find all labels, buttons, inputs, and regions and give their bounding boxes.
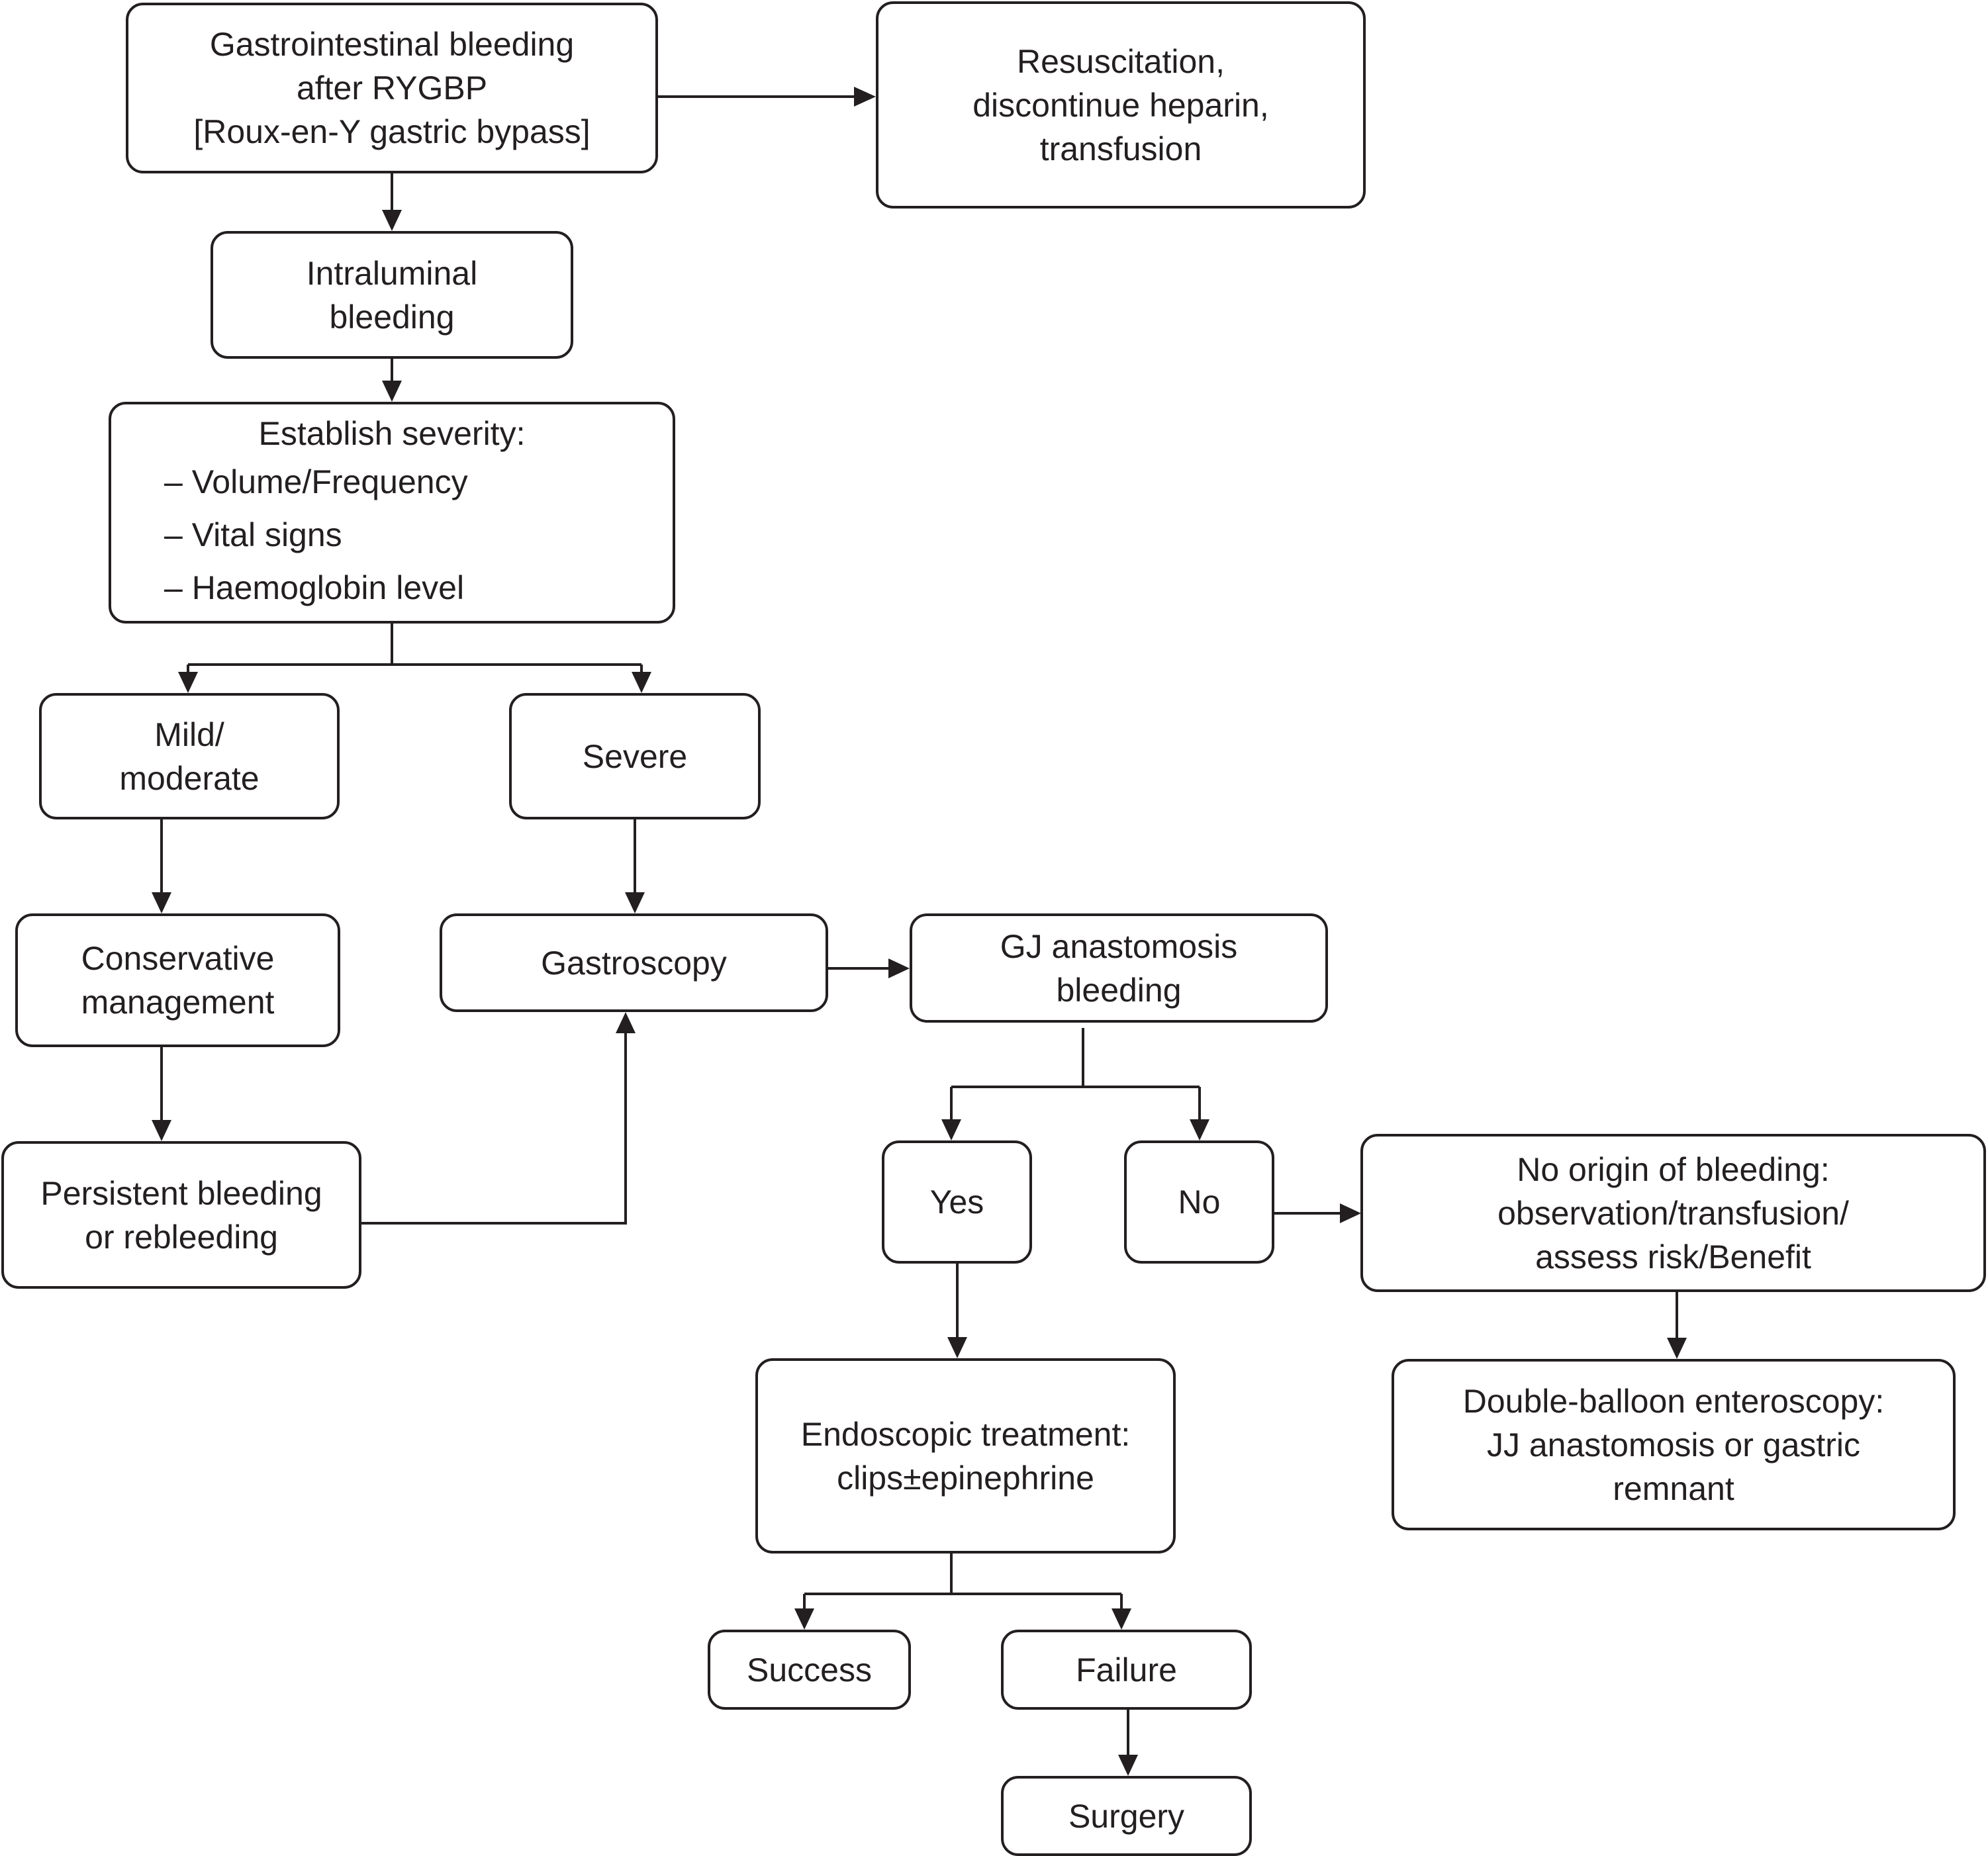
node-no-line-1: No [1178, 1183, 1221, 1221]
node-resuscitation-line-2: discontinue heparin, [972, 86, 1269, 124]
node-gi-bleeding-line-1: Gastrointestinal bleeding [209, 26, 575, 63]
node-gi-bleeding: Gastrointestinal bleeding after RYGBP [R… [126, 3, 658, 173]
node-no-origin-line-2: observation/transfusion/ [1497, 1194, 1849, 1232]
node-no-origin-line-1: No origin of bleeding: [1517, 1150, 1830, 1188]
node-severe-line-1: Severe [582, 737, 688, 775]
node-double-balloon-line-2: JJ anastomosis or gastric [1486, 1426, 1861, 1463]
arrowhead-gastroscopy-to-gj [888, 958, 910, 978]
node-conservative-line-1: Conservative [81, 940, 275, 977]
node-mild-line-2: moderate [119, 759, 260, 797]
node-resuscitation: Resuscitation, discontinue heparin, tran… [876, 1, 1366, 209]
arrowhead-to-severe [632, 672, 651, 693]
node-success: Success [708, 1630, 911, 1710]
arrowhead-mild-to-conservative [152, 892, 171, 913]
node-double-balloon-line-3: remnant [1613, 1469, 1734, 1507]
branch-gj [950, 1028, 1201, 1119]
node-surgery-line-1: Surgery [1068, 1797, 1185, 1835]
node-double-balloon-line-1: Double-balloon enteroscopy: [1462, 1382, 1885, 1420]
arrowhead-gi-to-resuscitation [854, 87, 876, 107]
node-severity: Establish severity: – Volume/Frequency –… [109, 402, 675, 624]
arrowhead-severe-to-gastroscopy [625, 892, 645, 913]
node-severity-heading: Establish severity: [258, 414, 526, 452]
arrowhead-to-success [794, 1608, 814, 1630]
arrow-persistent-to-gastroscopy [360, 1033, 627, 1225]
node-severe: Severe [509, 693, 761, 819]
node-conservative: Conservative management [15, 913, 340, 1047]
node-gj-anastomosis: GJ anastomosis bleeding [910, 913, 1328, 1023]
node-failure-line-1: Failure [1076, 1651, 1177, 1689]
node-endoscopic-line-1: Endoscopic treatment: [800, 1415, 1131, 1453]
arrowhead-to-yes [941, 1119, 961, 1140]
node-intraluminal-line-2: bleeding [329, 298, 455, 336]
node-mild: Mild/ moderate [39, 693, 340, 819]
node-intraluminal-line-1: Intraluminal [306, 254, 478, 292]
node-failure: Failure [1001, 1630, 1252, 1710]
node-severity-item-2: – Vital signs [164, 516, 342, 553]
branch-severity [187, 624, 643, 673]
node-no-origin: No origin of bleeding: observation/trans… [1360, 1134, 1986, 1292]
node-endoscopic: Endoscopic treatment: clips±epinephrine [755, 1358, 1176, 1554]
arrowhead-yes-to-endoscopic [947, 1337, 967, 1358]
node-severity-item-1: – Volume/Frequency [164, 463, 468, 500]
node-double-balloon: Double-balloon enteroscopy: JJ anastomos… [1392, 1359, 1956, 1530]
node-persistent-line-2: or rebleeding [85, 1218, 278, 1256]
node-yes-line-1: Yes [929, 1183, 984, 1221]
node-persistent: Persistent bleeding or rebleeding [1, 1141, 361, 1289]
node-gj-line-2: bleeding [1056, 971, 1182, 1009]
node-success-line-1: Success [747, 1651, 872, 1689]
node-endoscopic-line-2: clips±epinephrine [837, 1459, 1094, 1497]
arrowhead-failure-to-surgery [1118, 1755, 1138, 1776]
node-no: No [1124, 1140, 1274, 1264]
branch-endoscopic [803, 1554, 1123, 1608]
node-severity-item-3: – Haemoglobin level [164, 569, 465, 606]
arrowhead-to-mild [178, 672, 198, 693]
arrowhead-gi-to-intraluminal [382, 210, 402, 231]
arrowhead-conservative-to-persistent [152, 1120, 171, 1141]
arrowhead-no-to-no-origin [1340, 1203, 1361, 1223]
node-no-origin-line-3: assess risk/Benefit [1535, 1238, 1811, 1276]
arrowhead-to-no [1190, 1119, 1209, 1140]
node-surgery: Surgery [1001, 1776, 1252, 1856]
node-persistent-line-1: Persistent bleeding [40, 1174, 322, 1212]
arrowhead-persistent-to-gastroscopy [616, 1012, 636, 1033]
node-resuscitation-line-1: Resuscitation, [1016, 42, 1225, 80]
node-resuscitation-line-3: transfusion [1039, 130, 1202, 167]
node-mild-line-1: Mild/ [154, 716, 224, 753]
node-gj-line-1: GJ anastomosis [1000, 927, 1238, 965]
arrowhead-intraluminal-to-severity [382, 381, 402, 402]
arrowhead-to-failure [1112, 1608, 1131, 1630]
node-gastroscopy-line-1: Gastroscopy [541, 944, 727, 982]
node-gi-bleeding-line-3: [Roux-en-Y gastric bypass] [193, 113, 591, 150]
node-yes: Yes [882, 1140, 1032, 1264]
node-gastroscopy: Gastroscopy [440, 913, 828, 1012]
node-conservative-line-2: management [81, 984, 275, 1021]
node-gi-bleeding-line-2: after RYGBP [296, 70, 488, 107]
arrowhead-no-origin-to-double-balloon [1667, 1338, 1687, 1359]
node-intraluminal: Intraluminal bleeding [211, 231, 573, 359]
